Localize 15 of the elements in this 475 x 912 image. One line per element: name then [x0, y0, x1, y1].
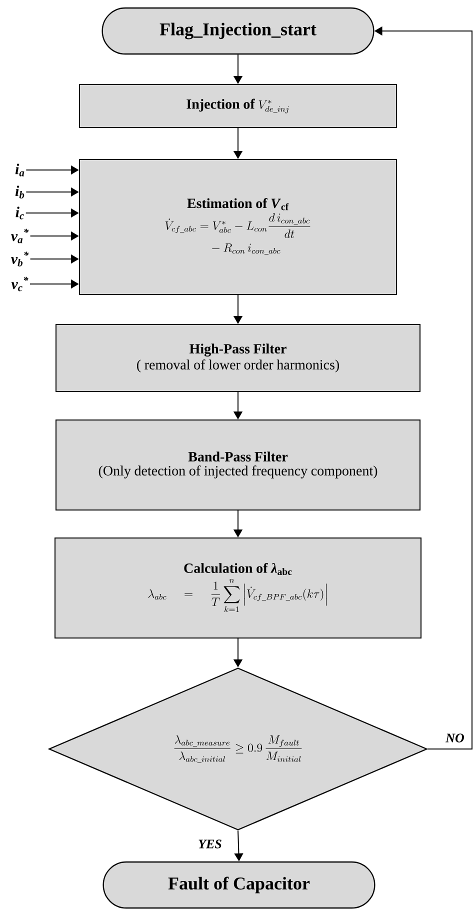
process-box: Injection of $V^{*}_{de\_inj}$ — [79, 84, 397, 128]
terminal-box: Fault of Capacitor — [102, 861, 376, 909]
input-label: i$_{a}$ — [15, 164, 24, 176]
input-label: v$_{b}$* — [11, 252, 29, 266]
process-box: Estimation of V$_{cf}$ $\begin{aligned}\dot{V}_{cf\_abc}&=V^{*}_{abc}-L_{con}\frac{d\,i_{con\_abc}}{dt}\\&\quad-R_{con}\,i_{con\_abc}\end{aligned}$ — [79, 159, 397, 295]
process-box: Band-Pass Filter (Only detection of injected frequency component) — [56, 420, 420, 510]
input-label: v$_{a}$* — [11, 228, 29, 244]
process-box: High-Pass Filter ( removal of lower order harmonics) — [56, 324, 420, 392]
process-box: Calculation of λ$_{abc}$ $\lambda_{abc}=\frac{1}{T}\sum_{k=1}^{n}\left|\dot{V}_{cf\_BPF\_abc}(k\tau)\right|$ — [54, 538, 422, 638]
edge-label: YES — [198, 840, 222, 848]
input-label: i$_{c}$ — [16, 206, 24, 220]
terminal-box: Flag_Injection_start — [102, 7, 374, 55]
input-label: i$_{b}$ — [15, 186, 24, 198]
input-label: v$_{c}$* — [11, 276, 28, 292]
edge-label: NO — [446, 734, 464, 742]
